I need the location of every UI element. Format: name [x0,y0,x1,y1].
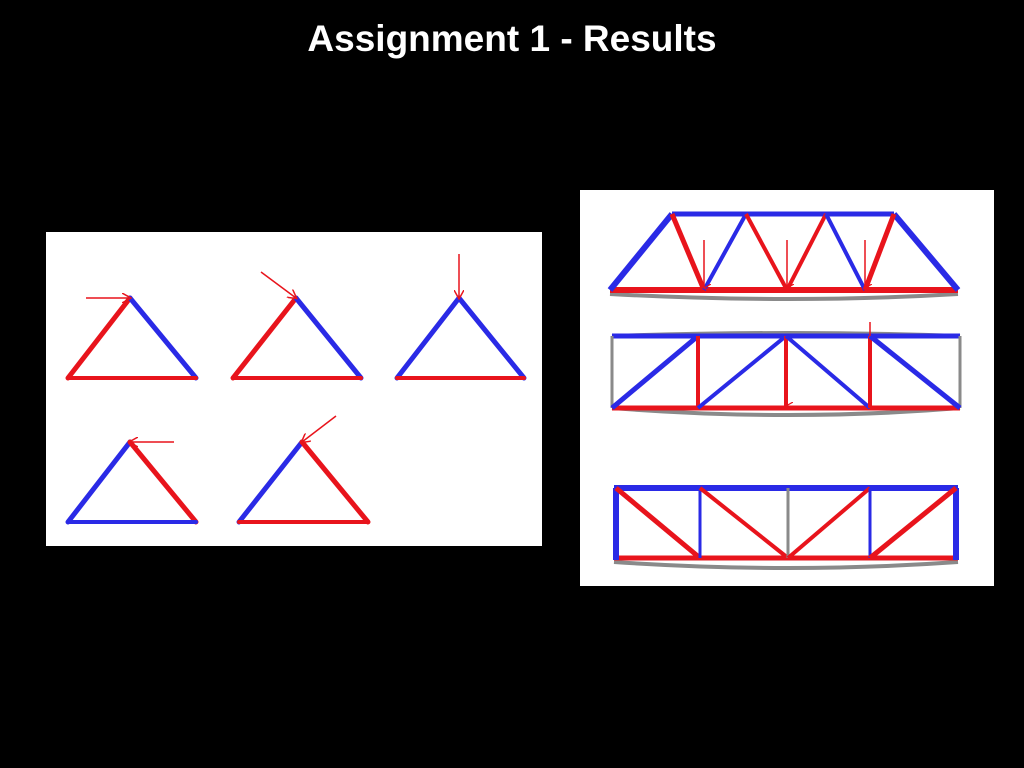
diagonal [698,486,790,560]
triangle-results-diagram [65,254,527,525]
truss-2 [610,322,962,417]
member-right [127,295,199,381]
diagonal [862,213,897,291]
diagonal [696,334,788,410]
end-post-right [891,212,961,292]
triangle-case-4 [65,439,199,525]
member-left [394,295,462,381]
end-post-left [607,212,675,292]
member-left [230,295,299,381]
diagonal [786,486,872,560]
member-right [299,439,371,525]
diagonal [868,486,958,560]
diagonal [702,213,748,291]
diagonal [744,213,789,291]
slide-title: Assignment 1 - Results [307,18,717,59]
diagonal [669,213,707,291]
triangle-case-3 [394,254,527,381]
diagonal [784,334,872,410]
member-left [236,439,305,525]
force-arrow-icon [302,415,337,442]
truss-results-panel [580,190,994,586]
member-right [127,439,199,525]
truss-3 [613,485,959,570]
undeformed-bottom [611,406,961,417]
diagonal [785,213,828,291]
diagonal [868,334,962,410]
member-right [456,295,527,381]
triangle-case-2 [230,271,364,381]
truss-results-diagram [607,211,962,570]
diagonal [614,486,702,560]
member-left [65,295,133,381]
triangle-case-5 [236,415,371,525]
triangle-case-1 [65,295,199,381]
member-left [65,439,133,525]
undeformed-bottom [613,560,959,570]
triangle-results-panel [46,232,542,546]
diagonal [824,213,867,291]
force-arrow-icon [260,271,296,298]
diagonal [610,334,700,410]
member-right [293,295,364,381]
undeformed-chord [609,292,959,301]
truss-1 [607,211,961,301]
